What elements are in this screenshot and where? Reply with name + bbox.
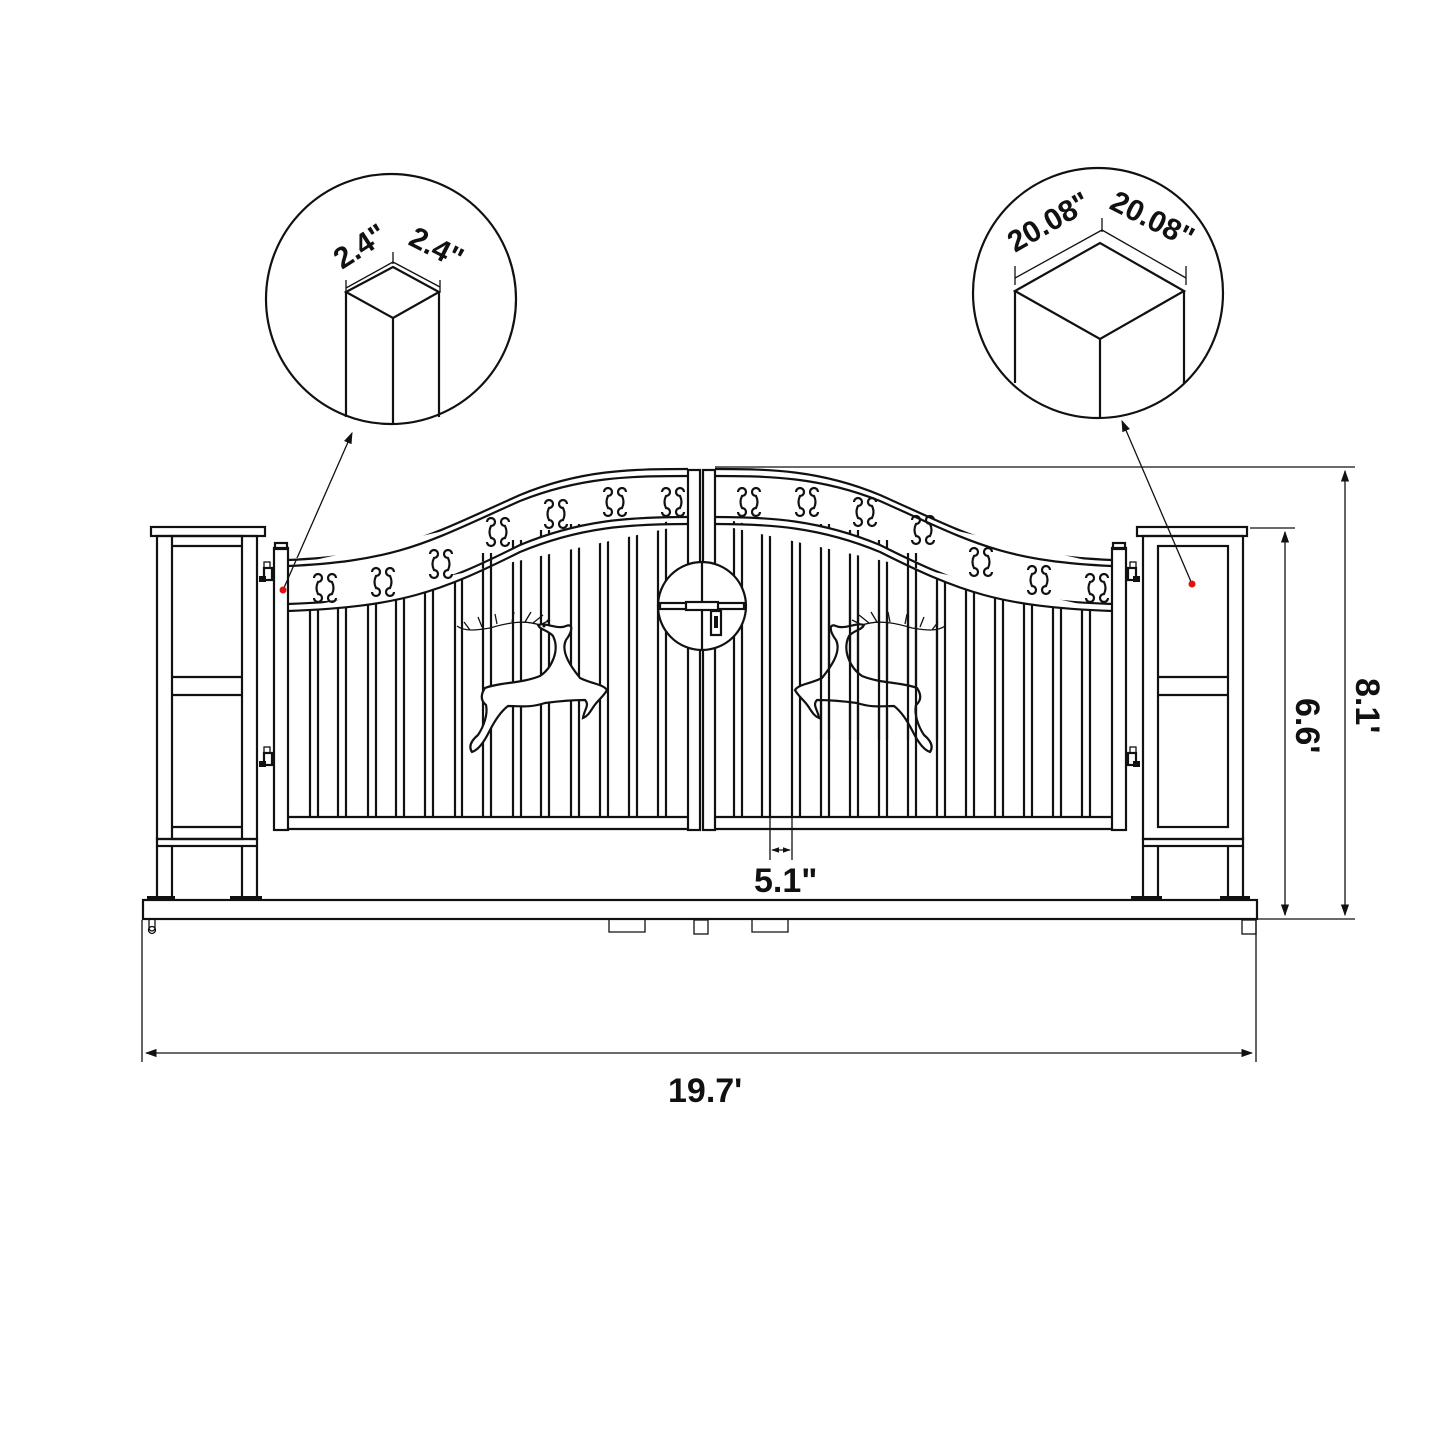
hinges — [259, 561, 1140, 771]
latch-detail — [656, 560, 748, 652]
right-callout-label-b: 20.08" — [1105, 185, 1200, 255]
ground-base — [141, 898, 1259, 935]
dim-overall-width — [141, 920, 1257, 1062]
dim-picket-spacing — [769, 817, 793, 860]
right-pillar — [1131, 525, 1250, 900]
pillar-height-label: 6.6' — [1288, 698, 1326, 753]
left-callout-post-detail — [264, 172, 518, 426]
right-marker-dot — [1188, 580, 1196, 588]
right-callout-pillar-detail — [971, 166, 1225, 420]
picket-spacing-label: 5.1" — [754, 862, 817, 900]
left-pillar — [147, 525, 267, 900]
overall-width-label: 19.7' — [668, 1072, 742, 1110]
right-leader-arrow — [1121, 419, 1193, 585]
left-leader-arrow — [282, 431, 353, 591]
dim-pillar-height — [1250, 527, 1355, 920]
left-callout-label-b: 2.4" — [404, 221, 469, 276]
deer-left — [456, 611, 609, 754]
gate-panels — [272, 466, 1355, 832]
left-marker-dot — [279, 586, 287, 594]
deer-right — [793, 611, 946, 754]
overall-height-label: 8.1' — [1348, 678, 1386, 733]
right-callout-label-a: 20.08" — [1002, 186, 1096, 259]
